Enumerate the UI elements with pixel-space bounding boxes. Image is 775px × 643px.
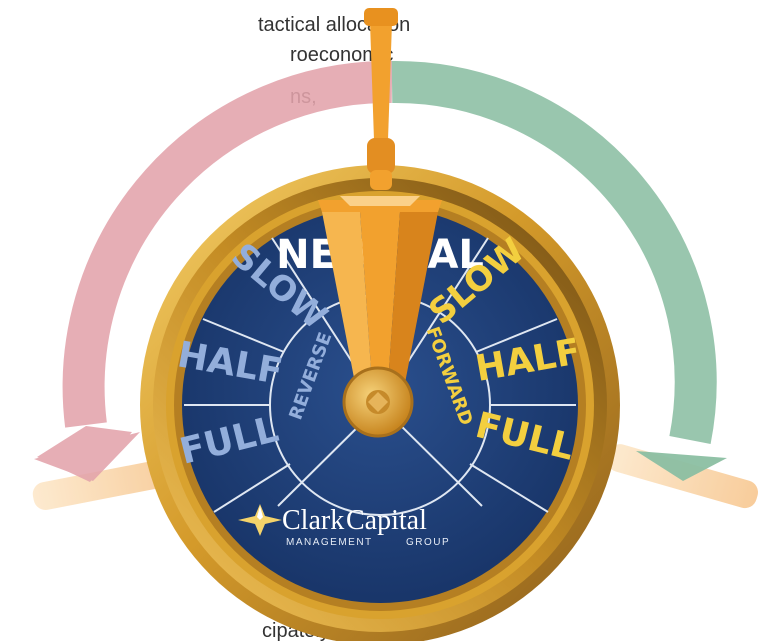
company-logo: Clark Capital MANAGEMENT GROUP	[238, 504, 450, 548]
left-spoke	[32, 458, 182, 510]
logo-tagline-right: GROUP	[406, 537, 450, 548]
forward-arrow	[391, 60, 727, 481]
text-line-2: roeconomic	[290, 44, 394, 66]
logo-name-part1: Clark	[282, 505, 344, 536]
compass-star-icon	[238, 504, 282, 536]
logo-tagline-left: MANAGEMENT	[286, 537, 373, 548]
reverse-arrow	[34, 60, 393, 482]
telegraph-handle	[318, 8, 442, 383]
logo-name-part2: Capital	[346, 505, 427, 536]
